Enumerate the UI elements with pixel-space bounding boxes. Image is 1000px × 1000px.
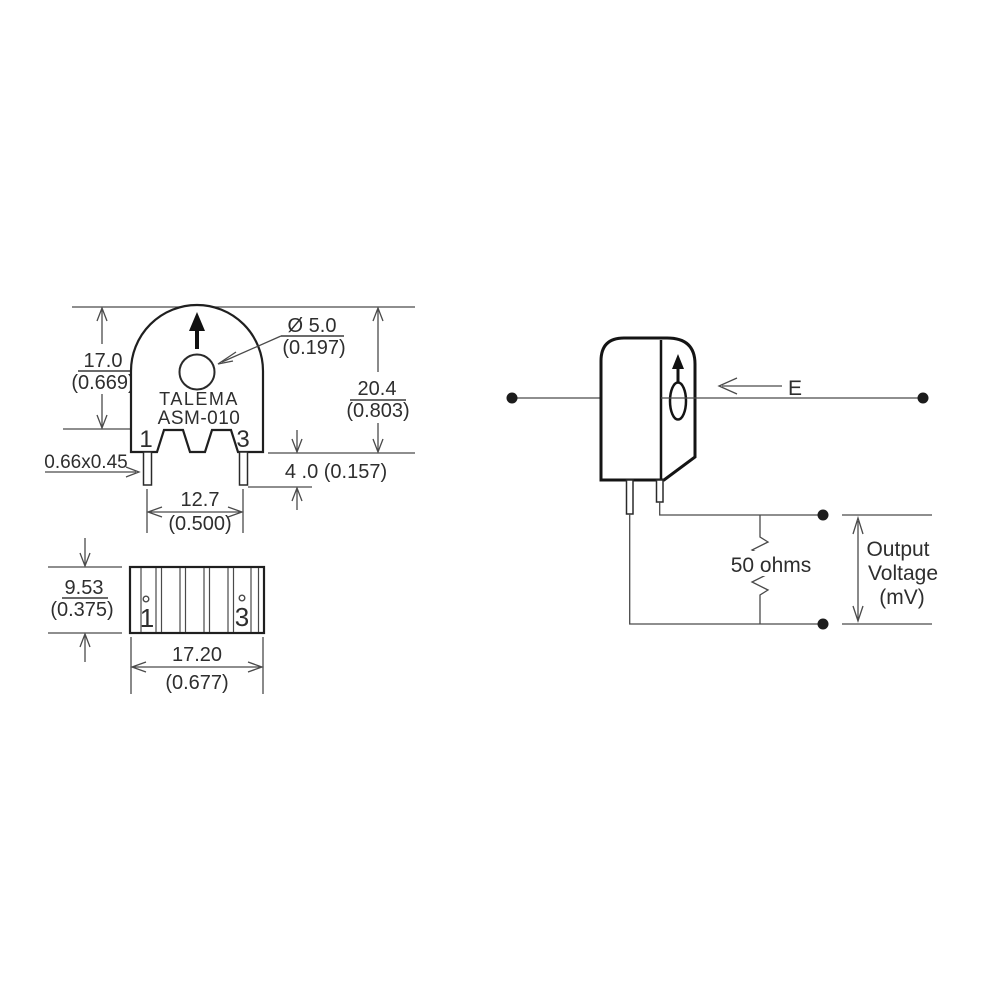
output-label-line1: Output [866,538,929,561]
pin-1 [142,451,153,486]
package-ribs [140,568,260,632]
dim-hole-mm: Ø 5.0 [288,315,337,337]
pin-1-hole [142,595,150,603]
dim-pin-pitch: 12.7 (0.500) [146,489,244,535]
output-label-line3: (mV) [879,586,925,609]
dim-pin-length: 4 .0 (0.157) [285,430,387,510]
arrow-right-icon [247,661,264,673]
dim-hole-inch: (0.197) [282,337,345,359]
dim-depth-mm: 9.53 [65,577,104,599]
dim-overall-height-inch: (0.803) [346,400,409,422]
output-voltage-indicator: Output Voltage (mV) [842,514,938,625]
arrow-left-icon [717,377,738,395]
resistor-label: 50 ohms [731,554,812,577]
output-dot-bottom [817,618,829,630]
secondary-wire-bottom [629,514,823,625]
arrow-up-icon [291,486,303,502]
polarity-arrow-icon [189,312,205,349]
output-label-line2: Voltage [868,562,938,585]
dim-pin-pitch-mm: 12.7 [181,489,220,511]
pin-3-label: 3 [235,602,249,632]
dim-depth: 9.53 (0.375) [48,538,122,662]
dim-pin-pitch-inch: (0.500) [168,513,231,535]
current-label: E [788,377,802,400]
arrow-left-icon [146,506,163,518]
terminal-dot-right [917,392,929,404]
leader-arrow-icon [125,466,141,478]
leader-arrow-icon [217,351,237,365]
dim-body-height-mm: 17.0 [84,350,123,372]
dim-width-inch: (0.677) [165,672,228,694]
front-view: 17.0 (0.669) 20.4 (0.803) TALEMA ASM- [44,303,415,535]
label-mask [728,551,816,576]
package-bottom-outline [128,565,266,635]
arrow-down-icon [291,438,303,454]
brand-marking: TALEMA [159,389,239,409]
arrow-right-icon [227,506,244,518]
dim-overall-height: 20.4 (0.803) [346,306,410,454]
pin-1-label: 1 [139,426,152,453]
arrow-down-icon [79,552,91,568]
load-resistor: 50 ohms [728,515,816,624]
arrow-down-icon [852,605,864,624]
transformer-3d-body [599,336,697,482]
application-schematic: E 50 ohms Output Voltage (mV) [506,336,938,630]
dim-pin-cross-section: 0.66x0.45 [44,452,141,478]
dim-pin-cross-text: 0.66x0.45 [44,452,127,473]
dim-pin-length-text: 4 .0 (0.157) [285,461,387,483]
dim-body-height-inch: (0.669) [71,372,134,394]
terminal-dot-left [506,392,518,404]
dim-body-height: 17.0 (0.669) [71,306,135,430]
pin-3-hole [238,594,246,602]
dim-width: 17.20 (0.677) [130,637,264,694]
dim-hole-diameter: Ø 5.0 (0.197) [217,315,346,365]
dim-overall-height-mm: 20.4 [358,378,397,400]
output-dot-top [817,509,829,521]
center-hole [178,353,216,391]
bottom-view: 9.53 (0.375) 1 3 [48,538,266,694]
leader-line [221,335,282,363]
through-hole [668,381,688,421]
arrow-up-icon [372,306,384,322]
secondary-wire-top [659,502,823,516]
arrow-up-icon [852,515,864,535]
dim-depth-inch: (0.375) [50,599,113,621]
arrow-up-icon [96,306,108,322]
arrow-up-icon [79,632,91,648]
dim-width-mm: 17.20 [172,644,222,666]
arrow-down-icon [96,414,108,430]
schematic-pin-3 [655,479,664,503]
polarity-arrow-icon [672,354,684,383]
arrow-left-icon [130,661,147,673]
pin-3-label: 3 [236,426,249,453]
arrow-down-icon [372,438,384,454]
model-marking: ASM-010 [158,408,241,429]
pin-1-label: 1 [140,603,154,633]
schematic-pin-1 [625,479,634,515]
pin-3 [238,451,249,486]
current-direction: E [717,377,802,400]
